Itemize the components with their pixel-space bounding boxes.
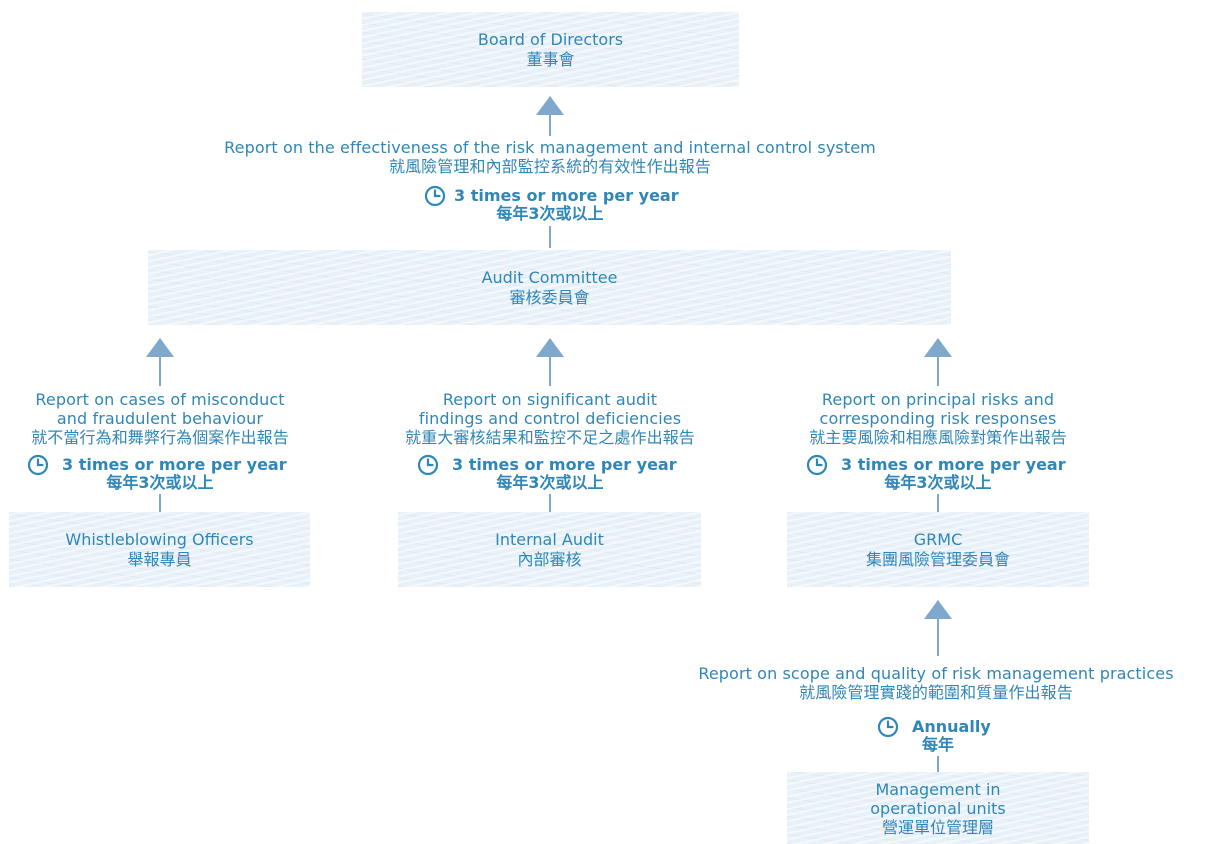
connector-line [159, 494, 161, 512]
whistleblowing-label-en: Whistleblowing Officers [65, 529, 254, 549]
frequency-misconduct-zh-wrap: 每年3次或以上 [34, 474, 286, 492]
management-label-zh: 營運單位管理層 [881, 817, 994, 837]
arrow-up-icon [924, 600, 952, 619]
frequency-scope-quality-zh-wrap: 每年 [888, 736, 988, 754]
report-misconduct-en2: and fraudulent behaviour [56, 409, 264, 428]
frequency-principal-risks-zh: 每年3次或以上 [884, 473, 992, 492]
frequency-audit-findings-zh-wrap: 每年3次或以上 [424, 474, 676, 492]
report-principal-risks-label: Report on principal risks and correspond… [738, 390, 1138, 447]
frequency-principal-risks-en: 3 times or more per year [841, 455, 1066, 474]
clock-icon [806, 454, 828, 476]
report-effectiveness-label: Report on the effectiveness of the risk … [150, 138, 950, 176]
board-of-directors-box: Board of Directors 董事會 [362, 12, 739, 87]
frequency-board: 3 times or more per year [454, 187, 704, 205]
board-label-en: Board of Directors [477, 29, 624, 49]
connector-line [549, 494, 551, 512]
frequency-board-en: 3 times or more per year [454, 186, 679, 205]
clock-icon [424, 185, 446, 207]
frequency-board-zh: 每年3次或以上 [496, 204, 604, 223]
connector-line [937, 494, 939, 512]
report-audit-findings-en2: findings and control deficiencies [418, 409, 682, 428]
board-label-zh: 董事會 [526, 49, 575, 69]
clock-icon [417, 454, 439, 476]
report-effectiveness-zh: 就風險管理和內部監控系統的有效性作出報告 [388, 157, 711, 176]
connector-line [549, 356, 551, 386]
clock-icon [877, 716, 899, 738]
grmc-box: GRMC 集團風險管理委員會 [787, 512, 1089, 587]
management-label-en2: operational units [870, 798, 1006, 818]
whistleblowing-officers-box: Whistleblowing Officers 舉報專員 [9, 512, 310, 587]
report-principal-risks-zh: 就主要風險和相應風險對策作出報告 [809, 428, 1067, 447]
frequency-audit-findings: 3 times or more per year [452, 456, 702, 474]
report-principal-risks-en2: corresponding risk responses [819, 409, 1057, 428]
report-audit-findings-zh: 就重大審核結果和監控不足之處作出報告 [405, 428, 695, 447]
arrow-up-icon [536, 338, 564, 357]
frequency-scope-quality-zh: 每年 [921, 735, 954, 754]
grmc-label-zh: 集團風險管理委員會 [865, 549, 1010, 569]
clock-icon [27, 454, 49, 476]
connector-line [937, 356, 939, 386]
report-misconduct-label: Report on cases of misconduct and fraudu… [0, 390, 360, 447]
internal-audit-box: Internal Audit 內部審核 [398, 512, 701, 587]
frequency-misconduct: 3 times or more per year [62, 456, 312, 474]
frequency-scope-quality-en: Annually [912, 717, 991, 736]
report-misconduct-zh: 就不當行為和舞弊行為個案作出報告 [31, 428, 289, 447]
report-scope-quality-en: Report on scope and quality of risk mana… [698, 664, 1174, 683]
connector-line [937, 618, 939, 656]
connector-line [937, 756, 939, 772]
report-scope-quality-label: Report on scope and quality of risk mana… [666, 664, 1206, 702]
management-label-en1: Management in [875, 779, 1001, 799]
report-audit-findings-label: Report on significant audit findings and… [350, 390, 750, 447]
audit-committee-box: Audit Committee 審核委員會 [148, 250, 951, 325]
frequency-principal-risks-zh-wrap: 每年3次或以上 [812, 474, 1064, 492]
frequency-board-zh-wrap: 每年3次或以上 [424, 205, 676, 223]
report-scope-quality-zh: 就風險管理實踐的範圍和質量作出報告 [799, 683, 1073, 702]
arrow-up-icon [146, 338, 174, 357]
connector-line [549, 114, 551, 136]
internal-audit-label-en: Internal Audit [495, 529, 604, 549]
frequency-principal-risks: 3 times or more per year [841, 456, 1091, 474]
whistleblowing-label-zh: 舉報專員 [127, 549, 192, 569]
connector-line [159, 356, 161, 386]
audit-committee-label-zh: 審核委員會 [509, 287, 590, 307]
management-operational-units-box: Management in operational units 營運單位管理層 [787, 772, 1089, 844]
report-misconduct-en1: Report on cases of misconduct [35, 390, 285, 409]
frequency-audit-findings-zh: 每年3次或以上 [496, 473, 604, 492]
frequency-scope-quality: Annually [912, 718, 1032, 736]
arrow-up-icon [924, 338, 952, 357]
arrow-up-icon [536, 96, 564, 115]
frequency-misconduct-zh: 每年3次或以上 [106, 473, 214, 492]
report-audit-findings-en1: Report on significant audit [442, 390, 658, 409]
internal-audit-label-zh: 內部審核 [517, 549, 582, 569]
frequency-audit-findings-en: 3 times or more per year [452, 455, 677, 474]
frequency-misconduct-en: 3 times or more per year [62, 455, 287, 474]
report-effectiveness-en: Report on the effectiveness of the risk … [224, 138, 876, 157]
grmc-label-en: GRMC [913, 529, 963, 549]
connector-line [549, 226, 551, 248]
report-principal-risks-en1: Report on principal risks and [821, 390, 1055, 409]
audit-committee-label-en: Audit Committee [481, 267, 618, 287]
